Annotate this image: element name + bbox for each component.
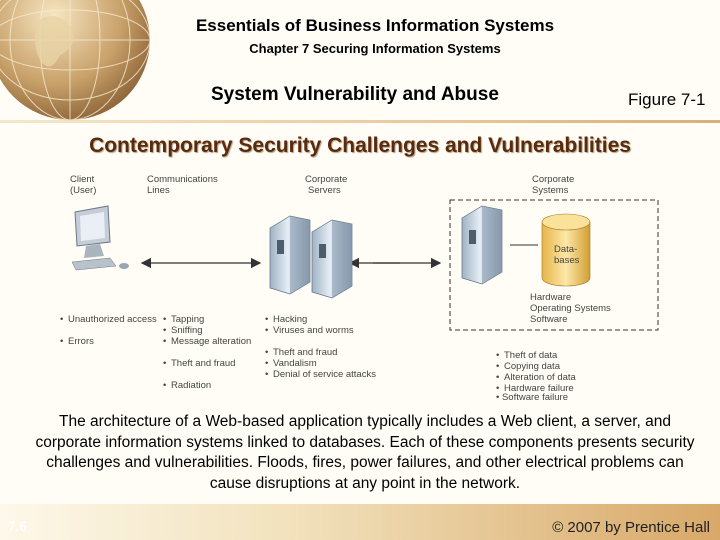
comm-label-line2: Lines (147, 185, 170, 196)
list-item: Alteration of data (504, 372, 577, 383)
systems-component: Hardware (530, 292, 571, 303)
systems-label: Corporate (532, 174, 574, 185)
svg-text:Servers: Servers (308, 185, 341, 196)
svg-text:Corporate: Corporate (305, 174, 347, 185)
svg-text:•: • (265, 325, 268, 336)
svg-text:Theft of data: Theft of data (504, 350, 558, 361)
svg-text:Viruses and worms: Viruses and worms (273, 325, 354, 336)
copyright-notice: © 2007 by Prentice Hall (552, 519, 710, 536)
comm-label: Communications (147, 174, 218, 185)
svg-text:•: • (496, 361, 499, 372)
svg-text:•: • (163, 314, 166, 325)
header-divider (0, 120, 720, 123)
svg-text:Copying data: Copying data (504, 361, 561, 372)
page-number: 7.6 (8, 519, 27, 535)
corporate-server-icon (311, 219, 353, 299)
client-label-line2: (User) (70, 185, 96, 196)
systems-label-line2: Systems (532, 185, 569, 196)
course-title: Essentials of Business Information Syste… (195, 16, 555, 35)
svg-text:•: • (265, 347, 268, 358)
svg-text:Sniffing: Sniffing (171, 325, 203, 336)
corporate-server-icon (269, 215, 311, 295)
svg-text:•: • (163, 336, 166, 347)
svg-text:Hardware failure: Hardware failure (504, 383, 574, 394)
client-risks-list: • Unauthorized access • Errors (60, 314, 157, 347)
client-computer-icon (71, 205, 129, 271)
db-label: Data- (554, 244, 577, 255)
svg-text:•: • (265, 358, 268, 369)
svg-text:•: • (265, 369, 268, 380)
svg-text:Corporate: Corporate (532, 174, 574, 185)
svg-text:Lines: Lines (147, 185, 170, 196)
svg-text:•: • (60, 314, 63, 325)
svg-text:Data-: Data- (554, 244, 577, 255)
svg-text:Message alteration: Message alteration (171, 336, 251, 347)
server-risks-list: • Hacking • Viruses and worms • Theft and f… (265, 314, 376, 380)
list-item: Sniffing (171, 325, 203, 336)
systems-component: Operating Systems (530, 303, 611, 314)
systems-component: Software (530, 314, 568, 325)
svg-text:•: • (163, 325, 166, 336)
servers-label-line2: Servers (308, 185, 341, 196)
svg-text:•: • (163, 380, 166, 391)
svg-text:Hacking: Hacking (273, 314, 307, 325)
client-label: Client (70, 174, 95, 185)
list-item: Vandalism (273, 358, 317, 369)
list-item: Message alteration (171, 336, 251, 347)
svg-text:Hardware: Hardware (530, 292, 571, 303)
svg-text:Alteration of data: Alteration of data (504, 372, 577, 383)
corporate-systems-boundary (449, 199, 659, 331)
chapter-subtitle: Chapter 7 Securing Information Systems (249, 41, 501, 56)
list-item: Theft of data (504, 350, 558, 361)
svg-text:•: • (496, 350, 499, 361)
list-item: Unauthorized access (68, 314, 157, 325)
list-item: Copying data (504, 361, 561, 372)
list-item: • Software failure (496, 392, 568, 403)
database-icon (541, 213, 591, 287)
svg-text:Systems: Systems (532, 185, 569, 196)
svg-text:Theft and fraud: Theft and fraud (273, 347, 337, 358)
list-item: Theft and fraud (273, 347, 337, 358)
list-item: Errors (68, 336, 94, 347)
footer-bar (0, 504, 720, 540)
svg-text:Radiation: Radiation (171, 380, 211, 391)
figure-label: Figure 7-1 (628, 90, 706, 109)
corporate-system-server-icon (461, 205, 503, 285)
security-architecture-diagram: Client (User) Communications Lines Corpo… (60, 174, 659, 394)
svg-text:Errors: Errors (68, 336, 94, 347)
servers-label: Corporate (305, 174, 347, 185)
system-risks-list: • Theft of data • Copying data • Alteration… (496, 350, 577, 394)
list-item: Tapping (171, 314, 204, 325)
svg-text:Communications: Communications (147, 174, 218, 185)
list-item: Hardware failure (504, 383, 574, 394)
list-item: Viruses and worms (273, 325, 354, 336)
list-item: Denial of service attacks (273, 369, 376, 380)
db-label-line2: bases (554, 255, 580, 266)
list-item: Hacking (273, 314, 307, 325)
svg-text:Tapping: Tapping (171, 314, 204, 325)
svg-text:Denial of service attacks: Denial of service attacks (273, 369, 376, 380)
svg-text:Software: Software (530, 314, 568, 325)
svg-text:Unauthorized access: Unauthorized access (68, 314, 157, 325)
list-item: Theft and fraud (171, 358, 235, 369)
slide-headline: Contemporary Security Challenges and Vul… (89, 134, 631, 157)
svg-text:•: • (163, 358, 166, 369)
svg-text:•: • (496, 372, 499, 383)
svg-text:Operating Systems: Operating Systems (530, 303, 611, 314)
comm-risks-list: • Tapping • Sniffing • Message alteration •… (163, 314, 251, 391)
section-title: System Vulnerability and Abuse (211, 84, 499, 105)
figure-caption: The architecture of a Web-based applicat… (35, 413, 695, 492)
list-item: Radiation (171, 380, 211, 391)
svg-text:Vandalism: Vandalism (273, 358, 317, 369)
svg-text:(User): (User) (70, 185, 96, 196)
svg-text:Theft and fraud: Theft and fraud (171, 358, 235, 369)
svg-text:•: • (60, 336, 63, 347)
svg-text:•: • (265, 314, 268, 325)
svg-text:•: • (496, 383, 499, 394)
svg-text:bases: bases (554, 255, 580, 266)
